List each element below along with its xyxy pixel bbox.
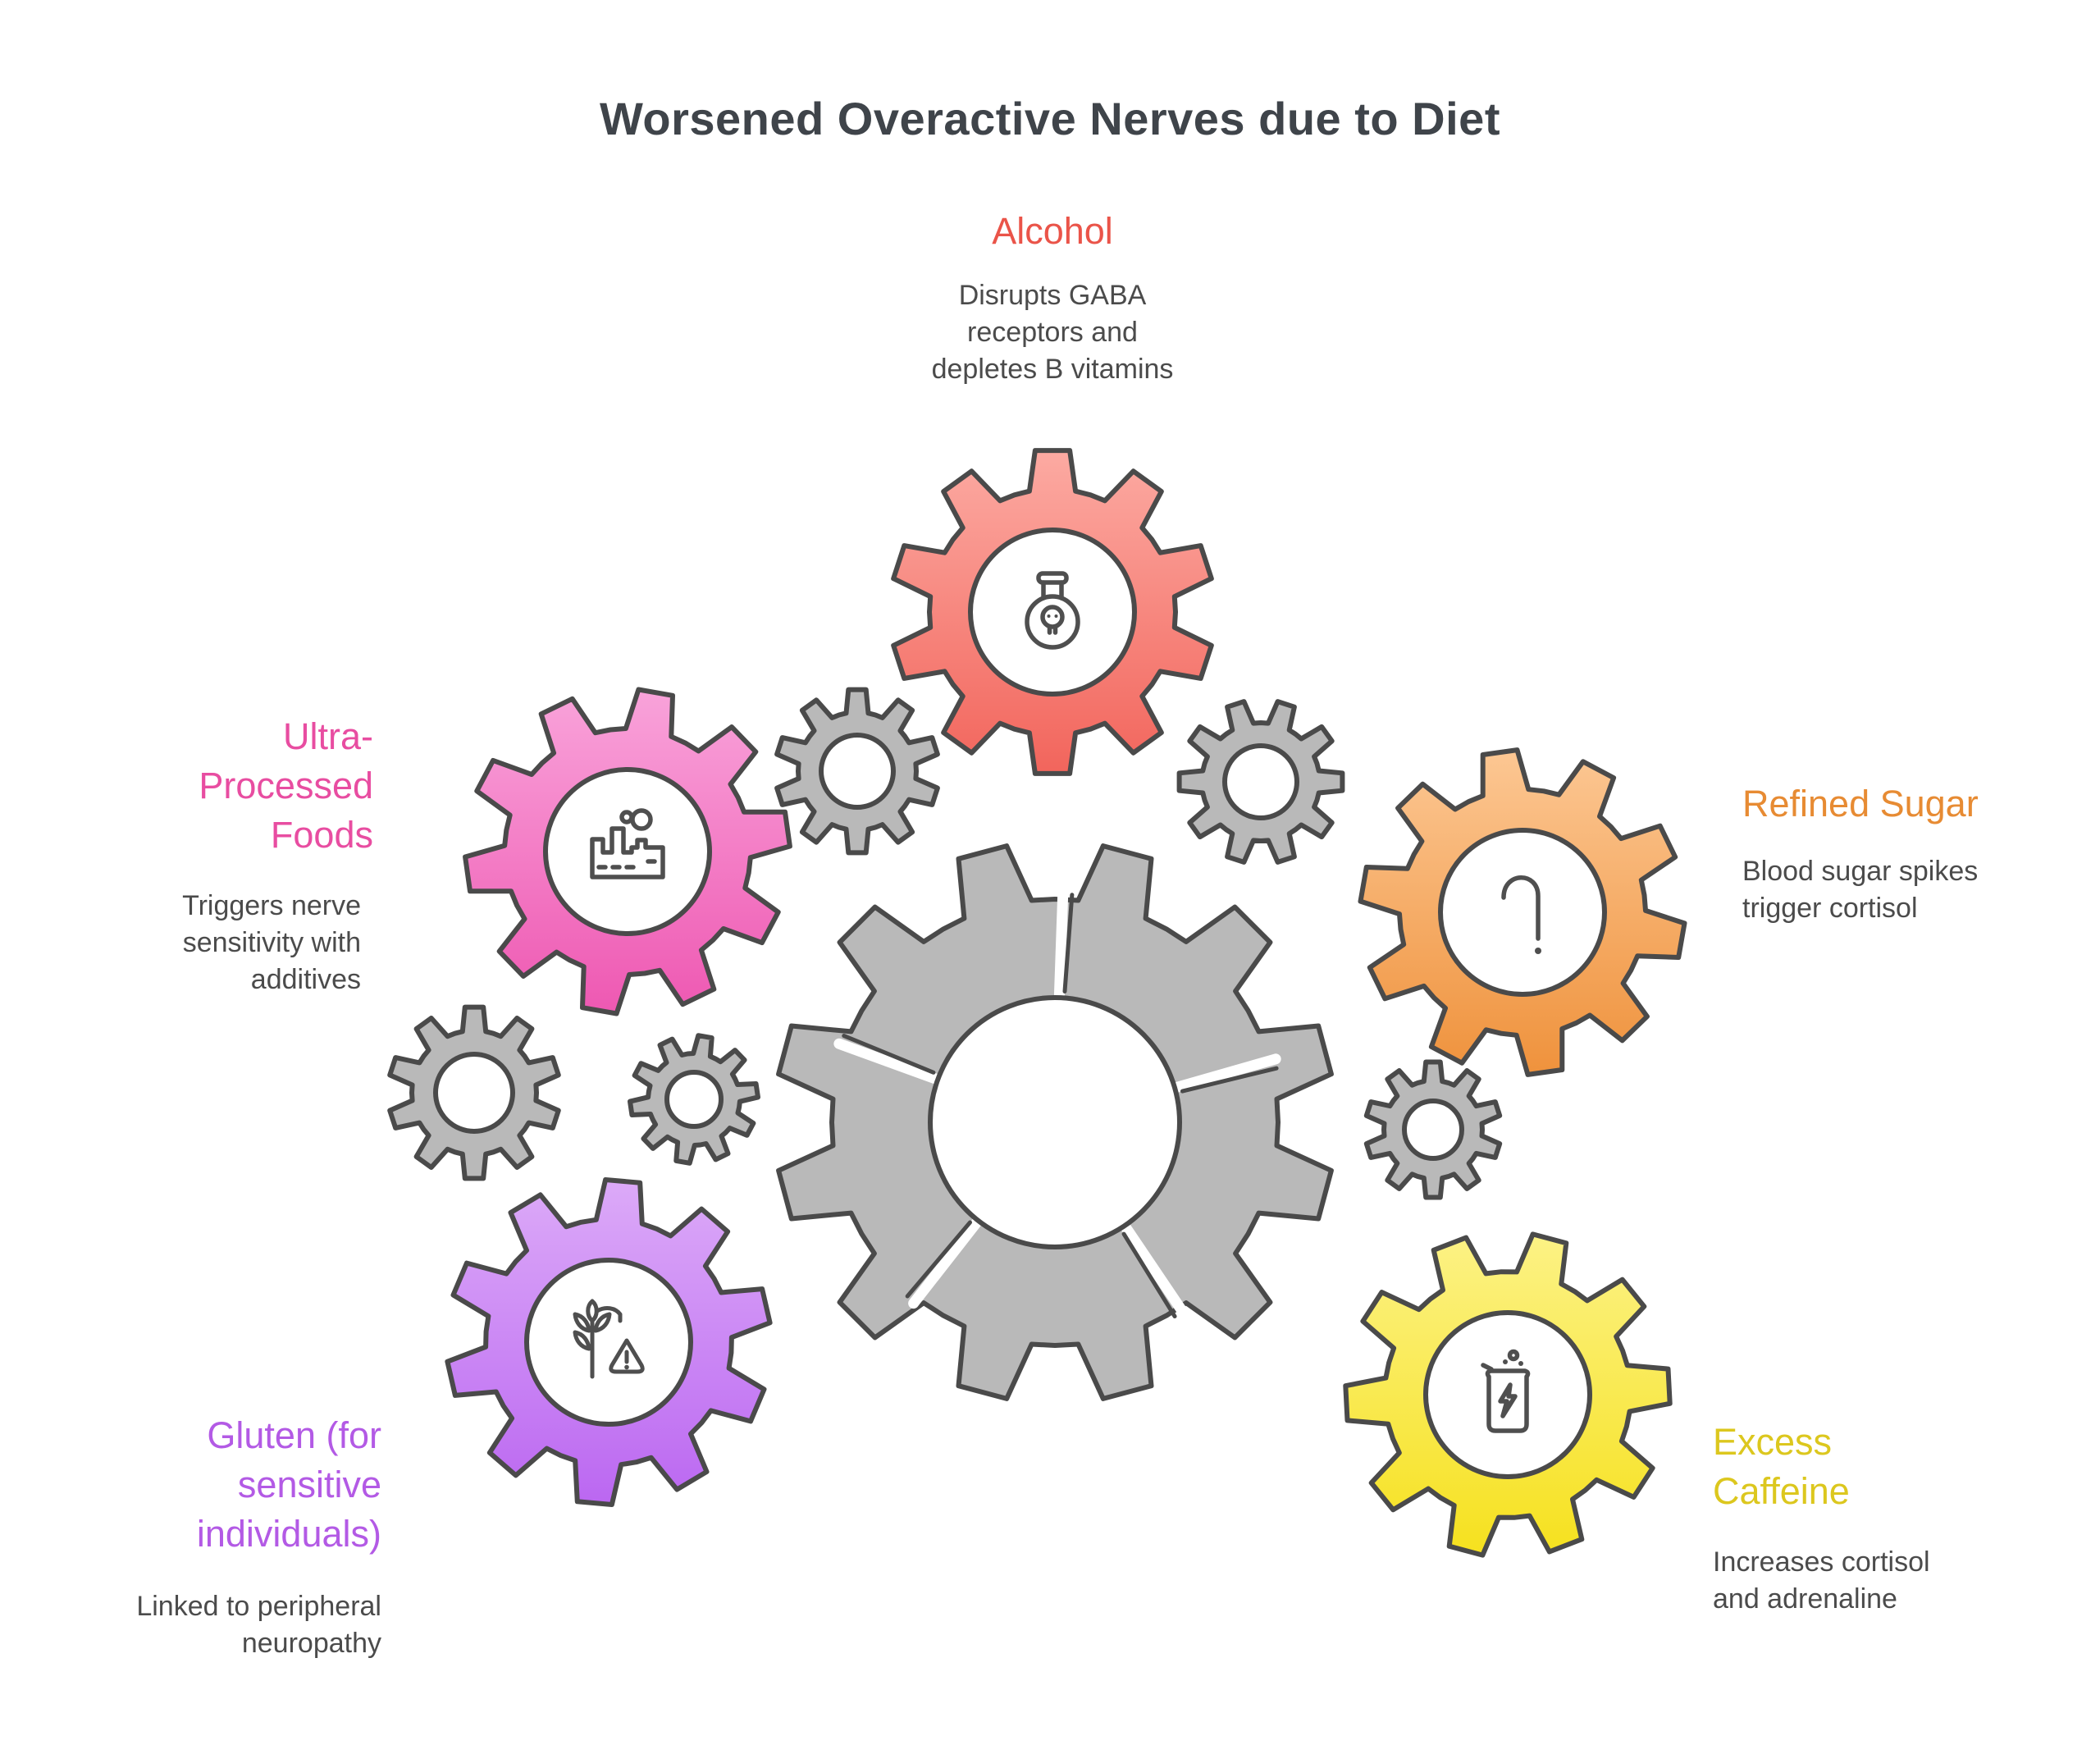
page-title: Worsened Overactive Nerves due to Diet xyxy=(600,93,1500,144)
excess-caffeine-gear xyxy=(1343,1231,1673,1558)
ultra-processed-foods-gear xyxy=(463,687,792,1016)
desc-ultra-processed-foods: Triggers nerve sensitivity with additive… xyxy=(182,890,361,995)
factory-icon xyxy=(590,808,665,879)
label-alcohol: Alcohol xyxy=(992,210,1113,252)
desc-alcohol: Disrupts GABA receptors and depletes B v… xyxy=(931,280,1174,385)
wheat-warning-icon xyxy=(573,1299,645,1379)
central-gear xyxy=(776,843,1334,1401)
label-ultra-processed-foods: Ultra-Processed Foods xyxy=(199,715,373,856)
refined-sugar-gear xyxy=(1358,747,1687,1077)
desc-refined-sugar: Blood sugar spikes trigger cortisol xyxy=(1742,856,1979,924)
desc-excess-caffeine: Increases cortisol and adrenaline xyxy=(1713,1546,1930,1615)
small-gear-left-inner xyxy=(628,1033,760,1166)
small-gear-left-outer xyxy=(387,1004,561,1181)
hook-icon xyxy=(1501,875,1541,954)
alcohol-gear xyxy=(891,448,1214,776)
small-gear-top-right xyxy=(1176,699,1345,865)
energy-drink-icon xyxy=(1481,1349,1531,1433)
desc-gluten: Linked to peripheral neuropathy xyxy=(136,1591,381,1659)
small-gear-top-left xyxy=(774,687,940,856)
small-gear-right xyxy=(1363,1059,1503,1200)
label-refined-sugar: Refined Sugar xyxy=(1742,783,1979,824)
poison-flask-icon xyxy=(1025,571,1080,650)
gluten-gear xyxy=(445,1177,773,1507)
label-gluten: Gluten (for sensitive individuals) xyxy=(196,1414,381,1555)
label-excess-caffeine: Excess Caffeine xyxy=(1713,1421,1850,1512)
